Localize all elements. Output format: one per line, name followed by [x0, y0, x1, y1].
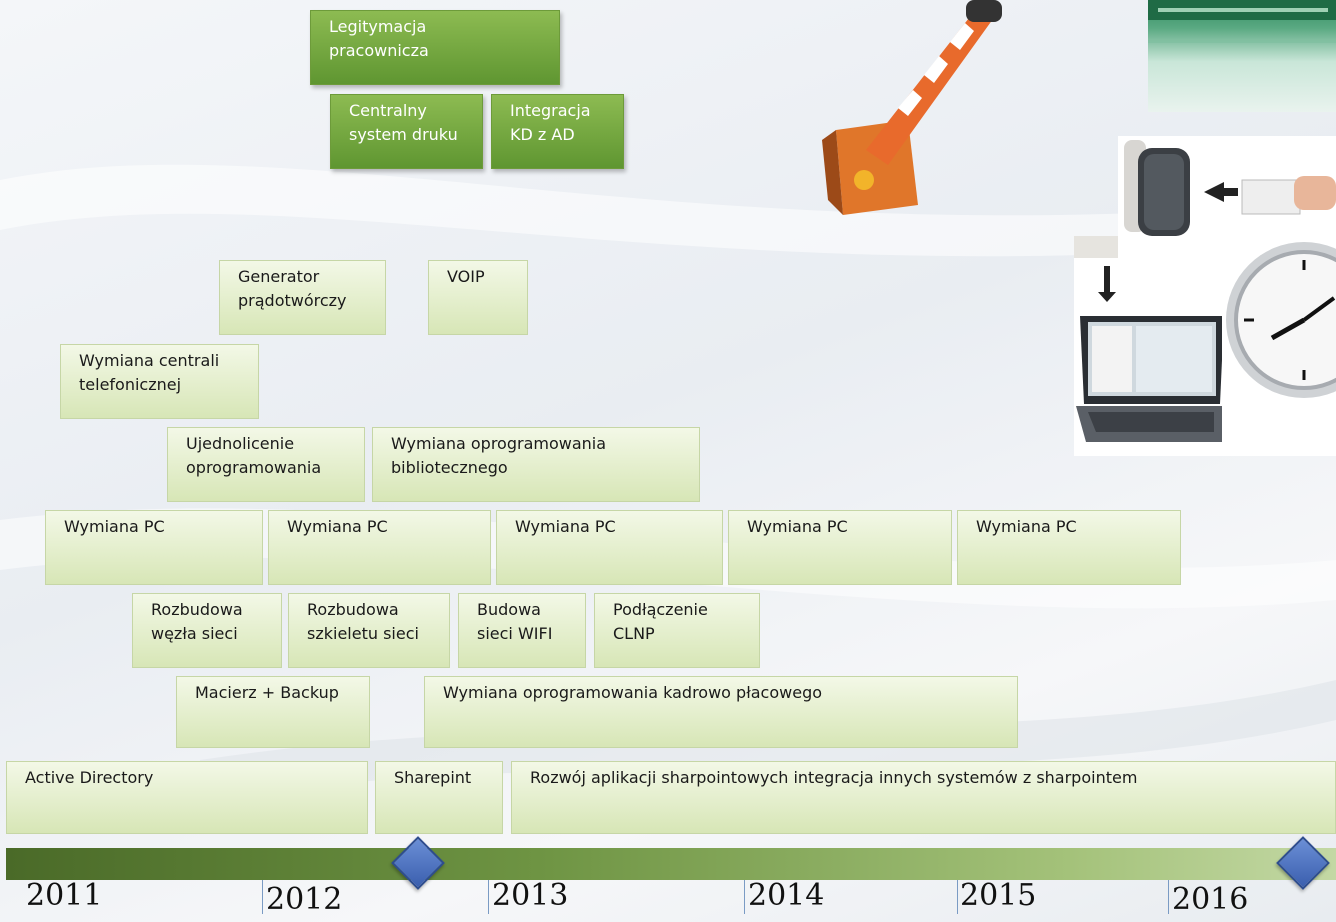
barrier-gate-image	[798, 0, 1008, 220]
biblioteka-box: Wymiana oprogramowania bibliotecznego	[372, 427, 700, 502]
integracja-box: Integracja KD z AD	[491, 94, 624, 169]
timeline-bar	[6, 848, 1336, 880]
turnstile-image	[1148, 0, 1336, 112]
active-directory-box: Active Directory	[6, 761, 368, 834]
year-tick-2013	[488, 880, 489, 914]
wifi-box: Budowa sieci WIFI	[458, 593, 586, 668]
voip-box: VOIP	[428, 260, 528, 335]
year-label-2014: 2014	[748, 878, 825, 913]
sharepint-box: Sharepint	[375, 761, 503, 834]
year-tick-2016	[1168, 880, 1169, 914]
year-tick-2014	[744, 880, 745, 914]
clock-image	[1222, 240, 1336, 456]
szkielet-box: Rozbudowa szkieletu sieci	[288, 593, 450, 668]
year-label-2012: 2012	[266, 882, 343, 917]
year-tick-2012	[262, 880, 263, 914]
milestone-diamond-2016	[1276, 836, 1330, 890]
pc-2012-box: Wymiana PC	[268, 510, 491, 585]
pc-2011-box: Wymiana PC	[45, 510, 263, 585]
kadry-box: Wymiana oprogramowania kadrowo płacowego	[424, 676, 1018, 748]
druk-box: Centralny system druku	[330, 94, 483, 169]
year-label-2015: 2015	[960, 878, 1037, 913]
wezel-box: Rozbudowa węzła sieci	[132, 593, 282, 668]
pc-2013-box: Wymiana PC	[496, 510, 723, 585]
ujednolicenie-box: Ujednolicenie oprogramowania	[167, 427, 365, 502]
generator-box: Generator prądotwórczy	[219, 260, 386, 335]
clnp-box: Podłączenie CLNP	[594, 593, 760, 668]
year-tick-2015	[957, 880, 958, 914]
milestone-diamond-2012	[391, 836, 445, 890]
card-reader-image	[1118, 136, 1336, 240]
macierz-box: Macierz + Backup	[176, 676, 370, 748]
year-label-2011: 2011	[26, 878, 103, 913]
centrala-box: Wymiana centrali telefonicznej	[60, 344, 259, 419]
pc-2015-box: Wymiana PC	[957, 510, 1181, 585]
legitymacja-box: Legitymacja pracownicza	[310, 10, 560, 85]
laptop-image	[1074, 236, 1224, 456]
pc-2014-box: Wymiana PC	[728, 510, 952, 585]
year-label-2013: 2013	[492, 878, 569, 913]
year-label-2016: 2016	[1172, 882, 1249, 917]
rozwoj-box: Rozwój aplikacji sharpointowych integrac…	[511, 761, 1336, 834]
